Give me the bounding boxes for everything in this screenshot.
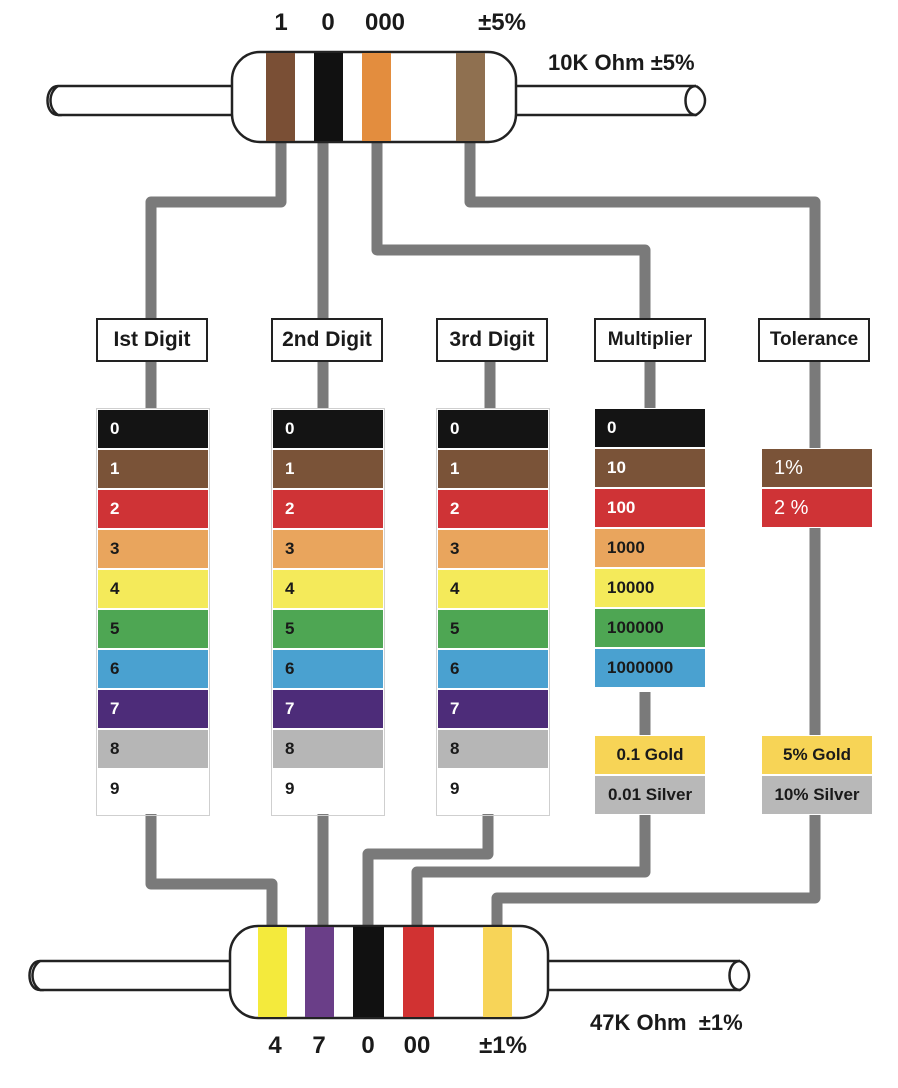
bottom-band-4 — [403, 927, 434, 1017]
top-band-1 — [266, 53, 295, 141]
second-digit-row-6: 6 — [272, 649, 384, 689]
bottom-left-lead — [28, 959, 232, 992]
bottom-band-3 — [353, 927, 384, 1017]
header-second-digit: 2nd Digit — [271, 318, 383, 362]
third-digit-row-1: 1 — [437, 449, 549, 489]
top-band-label-1: 1 — [274, 9, 288, 36]
top-right-lead — [516, 84, 707, 117]
header-tolerance: Tolerance — [758, 318, 870, 362]
multiplier-row-5: 100000 — [594, 608, 706, 648]
first-digit-row-8: 8 — [97, 729, 209, 769]
first-digit-row-6: 6 — [97, 649, 209, 689]
second-digit-row-2: 2 — [272, 489, 384, 529]
tolerance-extra-row-0: 5% Gold — [761, 735, 873, 775]
second-digit-row-3: 3 — [272, 529, 384, 569]
tolerance-column: 1%2 % — [761, 448, 873, 528]
first-digit-row-5: 5 — [97, 609, 209, 649]
bottom-band-1 — [258, 927, 287, 1017]
top-band-label-4: ±5% — [478, 9, 526, 36]
third-digit-row-7: 7 — [437, 689, 549, 729]
tolerance-extra-row-1: 10% Silver — [761, 775, 873, 815]
third-digit-row-8: 8 — [437, 729, 549, 769]
connector-wires — [145, 135, 821, 930]
second-digit-row-9: 9 — [272, 769, 384, 809]
bottom-band-2 — [305, 927, 334, 1017]
first-digit-row-1: 1 — [97, 449, 209, 489]
wire-bot-band1 — [145, 814, 278, 930]
first-digit-row-2: 2 — [97, 489, 209, 529]
top-band-label-3: 000 — [364, 9, 406, 36]
first-digit-row-3: 3 — [97, 529, 209, 569]
top-band-label-2: 0 — [321, 9, 335, 36]
third-digit-row-6: 6 — [437, 649, 549, 689]
multiplier-row-1: 10 — [594, 448, 706, 488]
multiplier-row-0: 0 — [594, 408, 706, 448]
bottom-resistor-value: 47K Ohm ±1% — [590, 1010, 743, 1035]
third-digit-row-5: 5 — [437, 609, 549, 649]
first-digit-row-4: 4 — [97, 569, 209, 609]
header-first-digit: Ist Digit — [96, 318, 208, 362]
second-digit-row-1: 1 — [272, 449, 384, 489]
second-digit-row-8: 8 — [272, 729, 384, 769]
third-digit-row-9: 9 — [437, 769, 549, 809]
bottom-resistor — [28, 924, 751, 1020]
third-digit-row-4: 4 — [437, 569, 549, 609]
wire-top-band1 — [145, 135, 287, 318]
header-multiplier: Multiplier — [594, 318, 706, 362]
top-resistor — [46, 50, 707, 144]
first-digit-row-0: 0 — [97, 409, 209, 449]
top-band-3 — [362, 53, 391, 141]
wire-bot-band4 — [411, 814, 651, 930]
first-digit-row-9: 9 — [97, 769, 209, 809]
tolerance-row-0: 1% — [761, 448, 873, 488]
tolerance-row-1: 2 % — [761, 488, 873, 528]
third-digit-row-2: 2 — [437, 489, 549, 529]
bottom-band-label-3: 0 — [361, 1032, 375, 1059]
multiplier-row-4: 10000 — [594, 568, 706, 608]
top-band-4 — [456, 53, 485, 141]
bottom-right-lead — [546, 959, 751, 992]
first-digit-row-7: 7 — [97, 689, 209, 729]
multiplier-extra-row-1: 0.01 Silver — [594, 775, 706, 815]
third-digit-row-0: 0 — [437, 409, 549, 449]
top-resistor-value: 10K Ohm ±5% — [548, 50, 695, 75]
top-band-2 — [314, 53, 343, 141]
second-digit-row-5: 5 — [272, 609, 384, 649]
third-digit-row-3: 3 — [437, 529, 549, 569]
bottom-band-label-2: 7 — [312, 1032, 326, 1059]
bottom-band-label-5: ±1% — [479, 1032, 527, 1059]
wire-top-band3 — [371, 135, 651, 318]
multiplier-row-2: 100 — [594, 488, 706, 528]
second-digit-row-0: 0 — [272, 409, 384, 449]
wire-bot-band5 — [491, 814, 821, 930]
top-left-lead — [46, 84, 232, 117]
bottom-band-label-1: 4 — [268, 1032, 282, 1059]
wire-bot-band3 — [362, 814, 494, 930]
second-digit-row-4: 4 — [272, 569, 384, 609]
header-third-digit: 3rd Digit — [436, 318, 548, 362]
multiplier-extra-row-0: 0.1 Gold — [594, 735, 706, 775]
multiplier-row-6: 1000000 — [594, 648, 706, 688]
multiplier-row-3: 1000 — [594, 528, 706, 568]
wire-top-band4 — [464, 135, 821, 318]
bottom-band-5 — [483, 927, 512, 1017]
second-digit-row-7: 7 — [272, 689, 384, 729]
bottom-band-label-4: 00 — [403, 1032, 431, 1059]
